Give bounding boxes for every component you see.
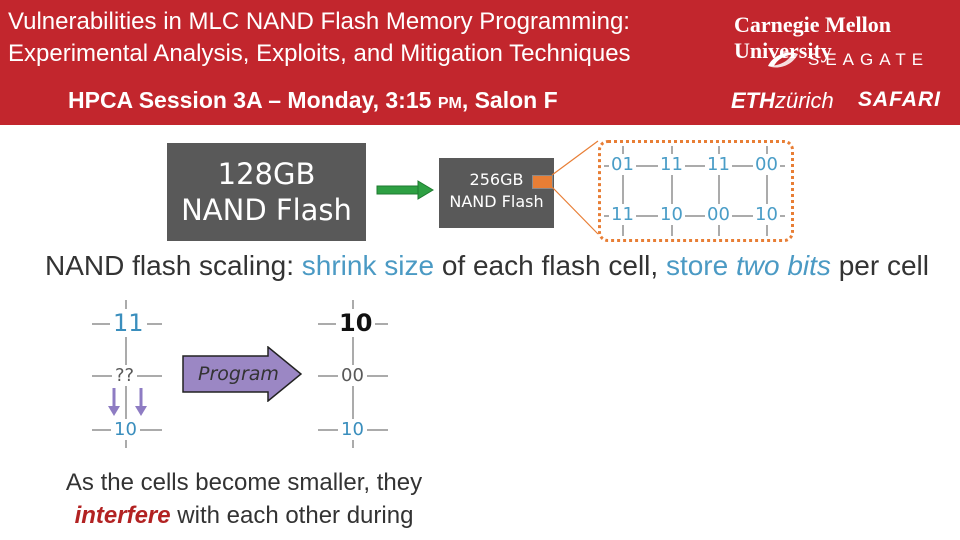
after-bottom-value: 10 <box>338 419 367 440</box>
title-banner: Vulnerabilities in MLC NAND Flash Memory… <box>0 0 960 125</box>
cmu-logo: Carnegie Mellon University <box>734 12 892 63</box>
grid-cell-r2c3: 00 <box>705 204 732 225</box>
session-suffix: , Salon F <box>461 87 558 113</box>
after-mid-value: 00 <box>338 365 367 386</box>
small-chip-label: NAND Flash <box>449 192 544 211</box>
seagate-swirl-icon <box>768 52 798 68</box>
bottom-line-2: interfere with each other during <box>14 499 474 532</box>
program-label: Program <box>198 363 279 385</box>
before-mid-value: ?? <box>112 365 138 386</box>
eth-logo-bold: ETH <box>731 88 775 113</box>
safari-logo: SAFARI <box>858 88 942 111</box>
eth-logo: ETHzürich <box>731 88 834 114</box>
slide-title: Vulnerabilities in MLC NAND Flash Memory… <box>8 6 708 70</box>
session-info: HPCA Session 3A – Monday, 3:15 PM, Salon… <box>68 87 558 114</box>
cell-grid-callout <box>598 140 794 242</box>
interference-arrow-icon <box>108 388 147 416</box>
scaling-store: store <box>665 250 736 281</box>
highlighted-flash-cell <box>532 175 553 189</box>
interfere-word: interfere <box>74 502 171 529</box>
after-top-value: 10 <box>336 309 376 337</box>
grid-cell-r1c4: 00 <box>753 154 780 175</box>
bottom-line-1: As the cells become smaller, they <box>65 469 423 496</box>
small-flash-chip: 256GB NAND Flash <box>439 158 554 228</box>
large-flash-chip: 128GB NAND Flash <box>167 143 366 241</box>
scaling-two-bits: two bits <box>735 250 831 281</box>
grid-cell-r1c1: 01 <box>609 154 636 175</box>
grid-cell-r1c3: 11 <box>705 154 732 175</box>
large-chip-label: NAND Flash <box>181 193 352 227</box>
title-line-1: Vulnerabilities in MLC NAND Flash Memory… <box>8 8 630 35</box>
small-chip-capacity: 256GB <box>469 170 524 189</box>
session-pm: PM <box>437 95 462 112</box>
grid-cell-r2c2: 10 <box>658 204 685 225</box>
title-line-2: Experimental Analysis, Exploits, and Mit… <box>8 40 631 67</box>
green-right-arrow-icon <box>376 180 434 200</box>
interference-description: As the cells become smaller, they interf… <box>14 466 474 532</box>
scaling-text-6: per cell <box>830 250 929 281</box>
scaling-text-3: of each flash cell, <box>434 250 666 281</box>
seagate-logo: SEAGATE <box>764 46 929 74</box>
before-bottom-value: 10 <box>111 419 140 440</box>
scaling-text-1: NAND flash scaling: <box>45 250 302 281</box>
grid-cell-r1c2: 11 <box>658 154 685 175</box>
scaling-shrink-size: shrink size <box>301 250 435 281</box>
bottom-line-2-rest: with each other during <box>170 502 414 529</box>
large-chip-capacity: 128GB <box>217 157 316 191</box>
before-top-value: 11 <box>110 309 147 337</box>
seagate-wordmark: SEAGATE <box>808 50 930 69</box>
eth-logo-light: zürich <box>775 88 834 113</box>
scaling-description: NAND flash scaling: shrink size of each … <box>22 249 952 283</box>
grid-cell-r2c4: 10 <box>753 204 780 225</box>
grid-cell-r2c1: 11 <box>609 204 636 225</box>
session-prefix: HPCA Session 3A – Monday, 3:15 <box>68 87 432 113</box>
program-arrow-icon <box>182 346 302 402</box>
